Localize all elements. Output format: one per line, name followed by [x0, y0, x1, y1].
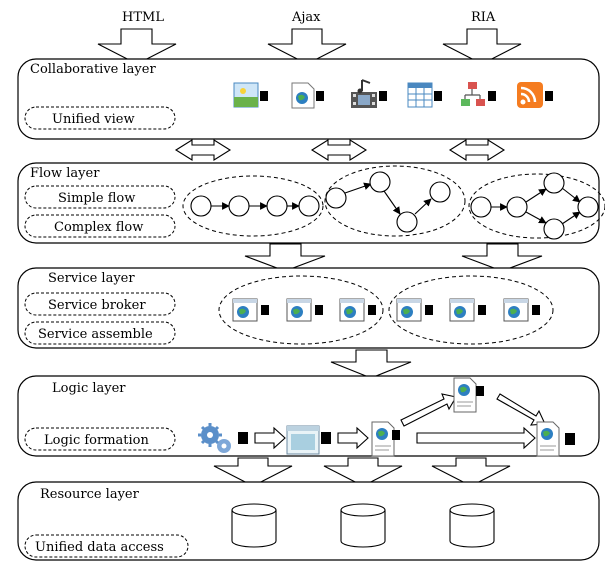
flow-node — [298, 195, 320, 217]
down-arrow-logic-resource-left — [213, 457, 293, 487]
logic-layer-title: Logic layer — [52, 381, 126, 396]
flow-node — [396, 211, 418, 233]
service-layer-title: Service layer — [48, 271, 135, 286]
flow-group-simple — [182, 175, 324, 237]
sync-arrow-middle — [310, 139, 368, 161]
down-arrow-flow-service-left — [244, 243, 326, 272]
input-arrow-ria — [442, 28, 522, 65]
input-label-ajax: Ajax — [291, 10, 321, 25]
flow-layer-title: Flow layer — [30, 166, 100, 181]
flow-node — [577, 196, 599, 218]
flow-group-complex — [468, 173, 605, 239]
logic-arrow-up — [400, 393, 457, 427]
globe-document-icon — [453, 377, 484, 413]
input-arrow-html — [97, 28, 177, 65]
database-icon — [449, 503, 495, 548]
flow-node — [266, 195, 288, 217]
flow-node — [543, 172, 565, 194]
flow-node — [470, 196, 492, 218]
window-icon — [286, 425, 331, 455]
input-arrow-ajax — [267, 28, 347, 65]
unified-data-access-label: Unified data access — [35, 540, 164, 555]
logic-arrow-long — [416, 426, 536, 450]
collaborative-layer: Collaborative layer Unified view — [17, 58, 600, 140]
database-icon — [231, 503, 277, 548]
sync-arrow-left — [174, 139, 232, 161]
web-service-icon — [449, 298, 486, 322]
down-arrow-service-logic — [330, 349, 412, 379]
database-icon — [340, 503, 386, 548]
media-icon — [351, 79, 387, 108]
down-arrow-flow-service-right — [461, 243, 543, 272]
service-group-right — [388, 275, 554, 345]
globe-document-icon — [371, 421, 400, 457]
sync-arrow-right — [448, 139, 506, 161]
service-group-left — [218, 275, 384, 345]
flow-node — [429, 181, 451, 203]
flow-node — [325, 187, 347, 209]
table-icon — [407, 82, 442, 108]
input-label-ria: RIA — [471, 10, 496, 25]
unified-view-label: Unified view — [52, 112, 135, 127]
web-service-icon — [286, 298, 323, 322]
flow-node — [543, 218, 565, 240]
down-arrow-logic-resource-right — [431, 457, 511, 487]
logic-arrow-2 — [337, 426, 369, 450]
globe-document-icon — [536, 421, 575, 457]
rss-icon — [517, 82, 553, 108]
web-service-icon — [232, 298, 269, 322]
collaborative-layer-title: Collaborative layer — [30, 62, 156, 77]
web-service-icon — [503, 298, 540, 322]
flow-layer: Flow layer Simple flow Complex flow — [17, 162, 605, 244]
gears-icon — [198, 423, 248, 453]
down-arrow-logic-resource-middle — [323, 457, 403, 487]
resource-layer-title: Resource layer — [40, 487, 140, 502]
flow-group-zigzag — [324, 165, 466, 237]
web-service-icon — [339, 298, 376, 322]
flow-node — [228, 195, 250, 217]
service-layer: Service layer Service broker Service ass… — [17, 267, 600, 349]
logic-formation-label: Logic formation — [44, 433, 149, 448]
image-icon — [233, 82, 268, 108]
service-broker-label: Service broker — [48, 298, 146, 313]
flow-node — [369, 171, 391, 193]
globe-page-icon — [291, 82, 324, 109]
resource-layer: Resource layer Unified data access — [17, 481, 600, 561]
web-service-icon — [396, 298, 433, 322]
flow-node — [190, 195, 212, 217]
complex-flow-label: Complex flow — [54, 220, 143, 235]
simple-flow-label: Simple flow — [58, 191, 135, 206]
logic-arrow-1 — [254, 426, 286, 450]
input-label-html: HTML — [122, 10, 164, 25]
flow-node — [506, 196, 528, 218]
service-assemble-label: Service assemble — [38, 327, 153, 342]
logic-layer: Logic layer Logic formation — [17, 375, 600, 457]
flowchart-icon — [461, 82, 496, 106]
